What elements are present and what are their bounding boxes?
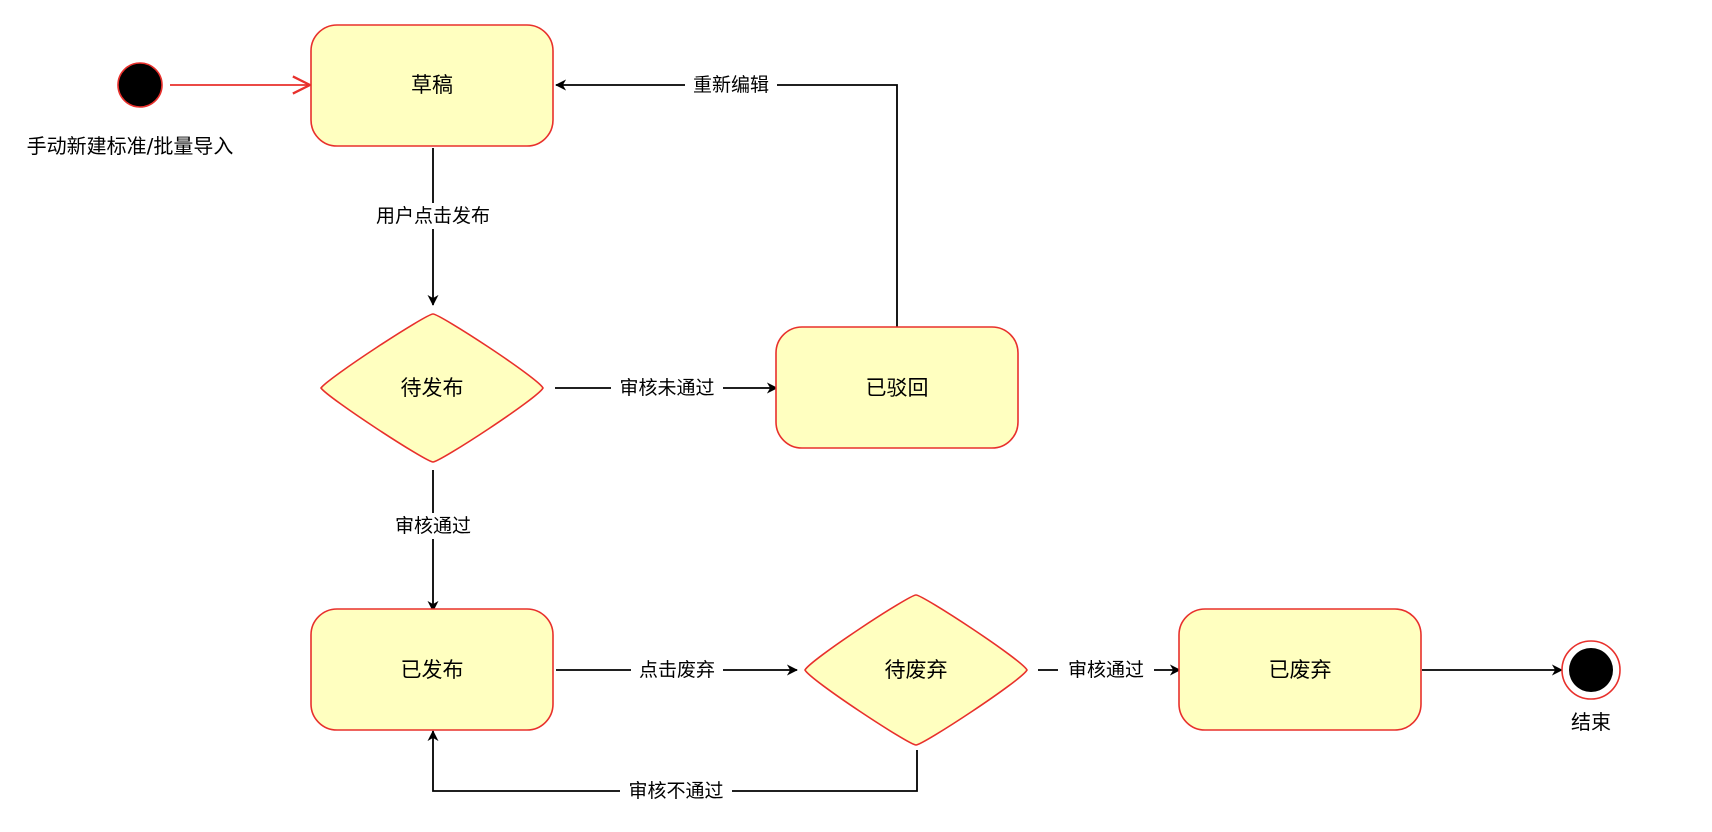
state-rejected-label: 已驳回 [866,376,929,400]
edge-rejected-to-draft [555,79,898,327]
state-pending-discard[interactable]: 待废弃 [804,594,1028,746]
svg-text:重新编辑: 重新编辑 [693,74,769,96]
edge-label-discard-click: 点击废弃 [631,657,723,683]
svg-text:审核未通过: 审核未通过 [619,377,714,399]
state-rejected[interactable]: 已驳回 [775,326,1019,449]
svg-text:审核通过: 审核通过 [395,515,471,537]
state-published[interactable]: 已发布 [310,608,554,731]
state-pending-publish[interactable]: 待发布 [320,313,544,463]
edge-label-discard-passed: 审核通过 [1058,657,1154,683]
state-discarded-label: 已废弃 [1269,658,1332,682]
final-state-label: 结束 [1571,710,1611,734]
state-discarded[interactable]: 已废弃 [1178,608,1422,731]
state-published-label: 已发布 [401,658,464,682]
initial-state-label: 手动新建标准/批量导入 [27,134,234,158]
svg-text:审核不通过: 审核不通过 [628,780,723,802]
state-draft-label: 草稿 [411,73,453,97]
final-state-dot [1569,648,1613,692]
state-draft[interactable]: 草稿 [310,24,554,147]
state-pending-publish-label: 待发布 [401,376,464,400]
edge-label-review-failed: 审核未通过 [611,375,723,401]
edge-label-review-passed: 审核通过 [385,513,481,539]
edge-label-discard-rejected: 审核不通过 [620,778,732,804]
svg-text:用户点击发布: 用户点击发布 [376,205,490,227]
svg-text:审核通过: 审核通过 [1068,659,1144,681]
edge-label-publish-click: 用户点击发布 [365,203,501,229]
state-pending-discard-label: 待废弃 [885,658,948,682]
initial-state-dot [117,62,163,108]
svg-text:点击废弃: 点击废弃 [639,659,715,681]
edge-label-reedit: 重新编辑 [685,72,777,98]
